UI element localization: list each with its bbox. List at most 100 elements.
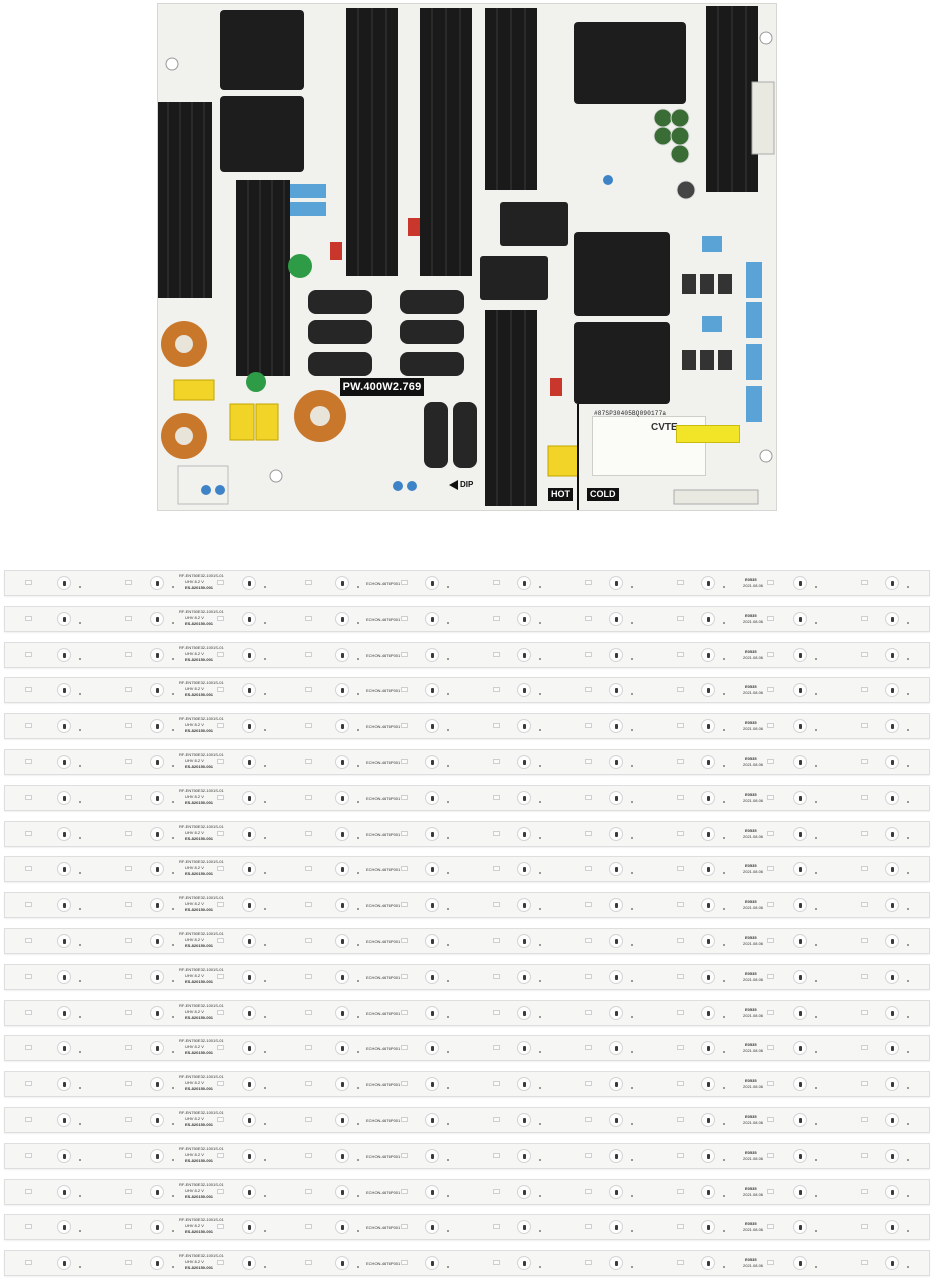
solder-point xyxy=(815,801,817,803)
led-chip xyxy=(57,970,71,984)
solder-point xyxy=(815,1123,817,1125)
led-chip xyxy=(335,898,349,912)
strip-part-number: RF-EN750E32-1001S-01 xyxy=(179,1003,224,1008)
solder-point xyxy=(264,1016,266,1018)
strip-batch-text: E0535 xyxy=(745,1042,757,1047)
solder-point xyxy=(723,801,725,803)
resistor-pad xyxy=(305,1260,312,1265)
resistor-pad xyxy=(217,652,224,657)
resistor-pad xyxy=(861,902,868,907)
fuse-outline xyxy=(177,465,229,505)
led-chip xyxy=(793,576,807,590)
led-chip xyxy=(609,1149,623,1163)
solder-point xyxy=(172,729,174,731)
solder-point xyxy=(815,980,817,982)
strip-code-text: ES-820150-001 xyxy=(185,621,214,626)
strip-voltage-text: UHV 8.2 V xyxy=(185,973,204,978)
solder-point xyxy=(172,837,174,839)
solder-point xyxy=(631,1230,633,1232)
solder-point xyxy=(447,1195,449,1197)
strip-model-text: ECHON-46T6P001 xyxy=(366,581,401,586)
strip-batch-text: E0535 xyxy=(745,1078,757,1083)
solder-point xyxy=(815,622,817,624)
led-chip xyxy=(150,1149,164,1163)
solder-point xyxy=(539,1195,541,1197)
led-chip xyxy=(885,1041,899,1055)
strip-voltage-text: UHV 8.2 V xyxy=(185,830,204,835)
led-chip xyxy=(701,648,715,662)
strip-code-text: ES-820150-001 xyxy=(185,1158,214,1163)
resistor-pad xyxy=(677,580,684,585)
solder-point xyxy=(723,693,725,695)
solder-point xyxy=(907,1159,909,1161)
led-chip xyxy=(57,612,71,626)
solder-point xyxy=(815,944,817,946)
resistor-pad xyxy=(305,1045,312,1050)
led-chip xyxy=(425,755,439,769)
resistor-pad xyxy=(677,616,684,621)
solder-point xyxy=(907,1230,909,1232)
resistor-pad xyxy=(401,795,408,800)
strip-voltage-text: UHV 8.2 V xyxy=(185,686,204,691)
resistor-pad xyxy=(305,1081,312,1086)
resistor-pad xyxy=(305,938,312,943)
led-chip xyxy=(425,827,439,841)
solder-point xyxy=(723,980,725,982)
led-chip xyxy=(242,1220,256,1234)
strip-batch-text: E0535 xyxy=(745,1007,757,1012)
led-chip xyxy=(885,791,899,805)
led-chip xyxy=(701,1113,715,1127)
resistor-pad xyxy=(493,866,500,871)
solder-point xyxy=(357,658,359,660)
solder-point xyxy=(357,1230,359,1232)
resistor-pad xyxy=(217,1010,224,1015)
solder-point xyxy=(264,658,266,660)
led-chip xyxy=(242,791,256,805)
resistor-pad xyxy=(767,652,774,657)
solder-point xyxy=(907,729,909,731)
solder-point xyxy=(539,908,541,910)
resistor-pad xyxy=(125,652,132,657)
strip-part-number: RF-EN750E32-1001S-01 xyxy=(179,931,224,936)
resistor-pad xyxy=(25,938,32,943)
resistor-pad xyxy=(25,902,32,907)
resistor-pad xyxy=(217,902,224,907)
solder-point xyxy=(264,765,266,767)
strip-batch-text: E0535 xyxy=(745,1150,757,1155)
strip-model-text: ECHON-46T6P001 xyxy=(366,796,401,801)
solder-point xyxy=(79,1266,81,1268)
strip-batch-text: E0535 xyxy=(745,935,757,940)
led-chip xyxy=(150,683,164,697)
solder-point xyxy=(264,1195,266,1197)
resistor-pad xyxy=(305,723,312,728)
resistor-pad xyxy=(767,902,774,907)
solder-point xyxy=(447,765,449,767)
led-chip xyxy=(242,1149,256,1163)
strip-part-number: RF-EN750E32-1001S-01 xyxy=(179,1253,224,1258)
resistor-pad xyxy=(861,1081,868,1086)
led-chip xyxy=(57,576,71,590)
led-chip xyxy=(335,755,349,769)
bulk-capacitors xyxy=(308,290,477,468)
strip-model-text: ECHON-46T6P001 xyxy=(366,653,401,658)
resistor-pad xyxy=(493,1081,500,1086)
led-chip xyxy=(701,970,715,984)
solder-point xyxy=(264,1266,266,1268)
led-chip xyxy=(517,1256,531,1270)
solder-point xyxy=(815,1159,817,1161)
resistor-pad xyxy=(585,974,592,979)
led-chip xyxy=(793,1185,807,1199)
solder-point xyxy=(447,908,449,910)
led-chip xyxy=(57,1006,71,1020)
strip-date-text: 2021.08.06 xyxy=(743,726,764,731)
led-chip xyxy=(885,576,899,590)
solder-point xyxy=(79,1159,81,1161)
resistor-pad xyxy=(125,1081,132,1086)
strip-model-text: ECHON-46T6P001 xyxy=(366,1225,401,1230)
led-chip xyxy=(885,1113,899,1127)
resistor-pad xyxy=(125,938,132,943)
led-chip xyxy=(150,898,164,912)
resistor-pad xyxy=(493,1189,500,1194)
